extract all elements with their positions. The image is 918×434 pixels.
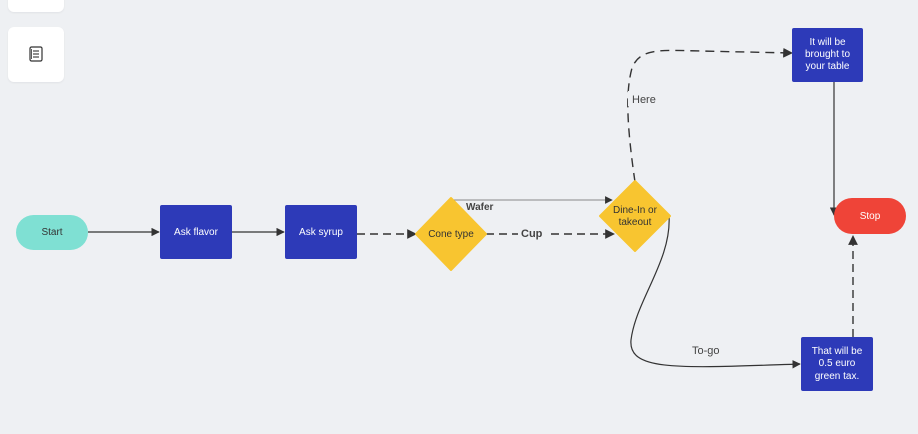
edge-here[interactable] [627, 47, 793, 183]
node-ask-syrup-label: Ask syrup [299, 227, 343, 238]
node-ask-flavor-label: Ask flavor [174, 227, 219, 238]
notes-button[interactable] [8, 27, 64, 82]
node-stop[interactable]: Stop [834, 198, 906, 234]
edge-label-cup: Cup [521, 228, 543, 240]
edge-label-wafer: Wafer [466, 202, 494, 213]
node-brought-line-3: your table [806, 61, 850, 72]
node-stop-label: Stop [860, 211, 881, 222]
node-brought-line-2: brought to [805, 49, 850, 60]
node-green-tax-line-2: 0.5 euro [819, 358, 856, 369]
node-ask-syrup[interactable]: Ask syrup [285, 205, 357, 259]
edge-to-go[interactable] [630, 214, 801, 369]
edge-label-here: Here [632, 94, 656, 106]
toolbar-top-button[interactable] [8, 0, 64, 12]
node-green-tax[interactable]: That will be 0.5 euro green tax. [801, 337, 873, 391]
node-dine-in-or-takeout[interactable]: Dine-In or takeout [599, 180, 671, 252]
node-start-label: Start [41, 227, 62, 238]
node-start[interactable]: Start [16, 215, 88, 250]
node-cone-type[interactable]: Cone type [415, 197, 487, 271]
node-ask-flavor[interactable]: Ask flavor [160, 205, 232, 259]
node-brought-line-1: It will be [809, 37, 846, 48]
node-dine-in-line-1: Dine-In or [613, 205, 658, 216]
notes-icon [29, 46, 43, 62]
edge-label-to-go: To-go [692, 345, 720, 357]
node-green-tax-line-1: That will be [812, 346, 863, 357]
node-dine-in-line-2: takeout [619, 217, 652, 228]
node-brought-to-table[interactable]: It will be brought to your table [792, 28, 863, 82]
node-cone-type-label: Cone type [428, 229, 474, 240]
node-green-tax-line-3: green tax. [815, 371, 859, 382]
